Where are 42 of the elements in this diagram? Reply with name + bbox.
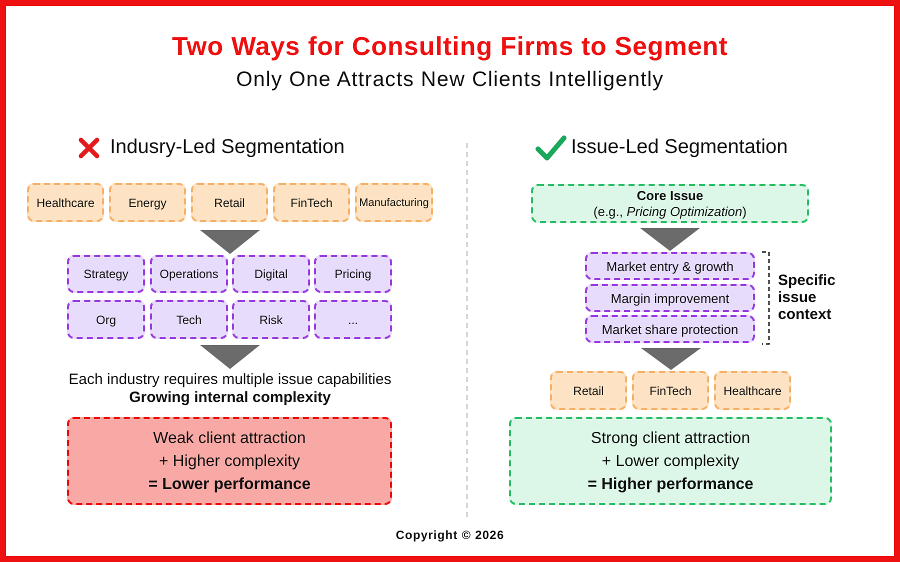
arrow <box>200 230 260 254</box>
outcome-text: Strong client attraction <box>590 428 750 448</box>
issue-tag: Tech <box>150 300 228 339</box>
subtitle: Only One Attracts New Clients Intelligently <box>235 68 665 92</box>
issue-tag: Pricing <box>314 255 392 293</box>
issue-tag: Market entry & growth <box>585 252 755 280</box>
example-text: (e.g., Pricing Optimization) <box>593 204 747 220</box>
issue-tag: ... <box>314 300 392 339</box>
box-heading: Core Issue <box>636 188 704 204</box>
issue-tag: Risk <box>232 300 310 339</box>
arrow <box>200 345 260 369</box>
section-heading: Indusry-Led Segmentation <box>110 136 345 159</box>
arrow <box>640 348 700 370</box>
outcome-text: + Lower complexity <box>602 452 740 472</box>
issue-tag: Operations <box>150 255 228 293</box>
outcome-panel <box>509 417 832 505</box>
section-heading: Issue-Led Segmentation <box>571 136 788 159</box>
core-issue-box <box>531 184 809 223</box>
industry-tag: Healthcare <box>714 371 791 410</box>
issue-tag: Market share protection <box>585 315 755 343</box>
title: Two Ways for Consulting Firms to Segment <box>171 31 729 62</box>
bracket-label: Specific issue context <box>778 272 837 323</box>
industry-tag: FinTech <box>273 183 350 222</box>
outcome-panel <box>67 417 392 505</box>
issue-tag: Strategy <box>67 255 145 293</box>
issue-tag: Margin improvement <box>585 284 755 312</box>
outcome-text: + Higher complexity <box>159 452 300 472</box>
industry-tag: Healthcare <box>27 183 104 222</box>
outcome-text: Weak client attraction <box>153 428 306 448</box>
industry-tag: Retail <box>191 183 268 222</box>
issue-tag: Org <box>67 300 145 339</box>
note-text: Growing internal complexity <box>128 389 332 406</box>
issue-tag: Digital <box>232 255 310 293</box>
copyright-text: Copyright © 2026 <box>394 528 506 542</box>
industry-tag: Retail <box>550 371 627 410</box>
note-text: Each industry requires multiple issue capabilities <box>68 371 392 388</box>
industry-tag: Manufacturing <box>355 183 433 222</box>
industry-tag: Energy <box>109 183 186 222</box>
industry-tag: FinTech <box>632 371 709 410</box>
result-text: = Higher performance <box>588 474 754 494</box>
result-text: = Lower performance <box>148 474 311 494</box>
arrow <box>640 228 700 251</box>
